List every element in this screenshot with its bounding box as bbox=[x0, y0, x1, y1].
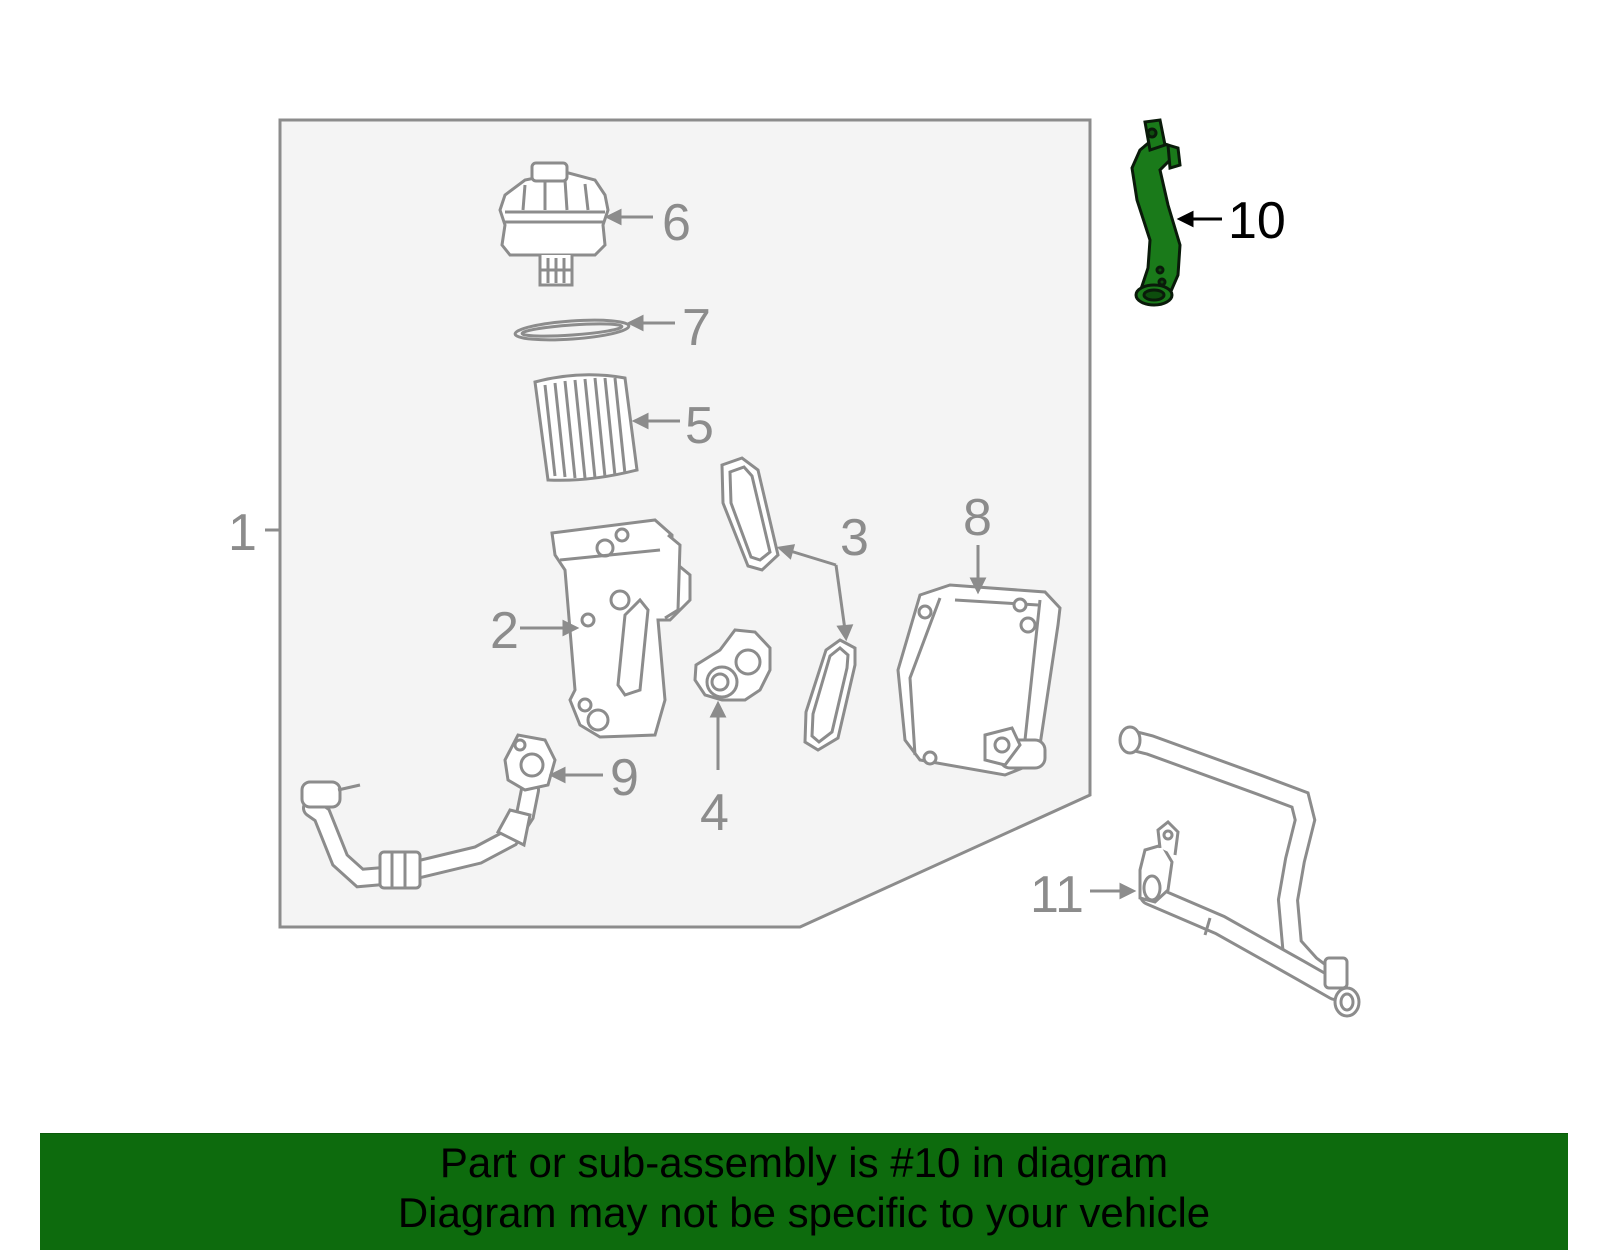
callout-10: 10 bbox=[1228, 192, 1286, 250]
callout-3: 3 bbox=[840, 509, 869, 567]
part-9-oil-line[interactable] bbox=[300, 733, 557, 890]
callout-5: 5 bbox=[685, 397, 714, 455]
part-4-gasket[interactable] bbox=[693, 628, 772, 702]
callout-2: 2 bbox=[490, 602, 519, 660]
part-7-o-ring[interactable] bbox=[513, 317, 631, 343]
leader-arrow-10 bbox=[1176, 210, 1222, 228]
leader-arrows bbox=[265, 208, 1137, 900]
callout-1: 1 bbox=[228, 504, 257, 562]
callout-9: 9 bbox=[610, 749, 639, 807]
part-5-filter-element[interactable] bbox=[533, 373, 639, 482]
part-8-oil-cooler[interactable] bbox=[896, 583, 1062, 777]
callout-7: 7 bbox=[682, 299, 711, 357]
banner-part-note: Part or sub-assembly is #10 in diagram bbox=[439, 1139, 1169, 1186]
callout-labels: 1 2 3 4 5 6 7 8 9 10 11 bbox=[228, 192, 1286, 924]
part-6-filter-cap[interactable] bbox=[498, 161, 610, 287]
assembly-panel bbox=[278, 118, 1092, 929]
callout-6: 6 bbox=[662, 194, 691, 252]
callout-8: 8 bbox=[963, 489, 992, 547]
banner-disclaimer: Diagram may not be specific to your vehi… bbox=[397, 1189, 1211, 1236]
callout-4: 4 bbox=[700, 784, 729, 842]
callout-11: 11 bbox=[1030, 866, 1084, 924]
part-3-gaskets[interactable] bbox=[720, 456, 857, 752]
part-2-filter-housing[interactable] bbox=[550, 518, 692, 739]
part-11-coolant-pipe[interactable] bbox=[1118, 725, 1361, 1018]
info-banner: Part or sub-assembly is #10 in diagram D… bbox=[40, 1133, 1568, 1250]
part-10-coolant-pipe[interactable] bbox=[1130, 118, 1182, 307]
